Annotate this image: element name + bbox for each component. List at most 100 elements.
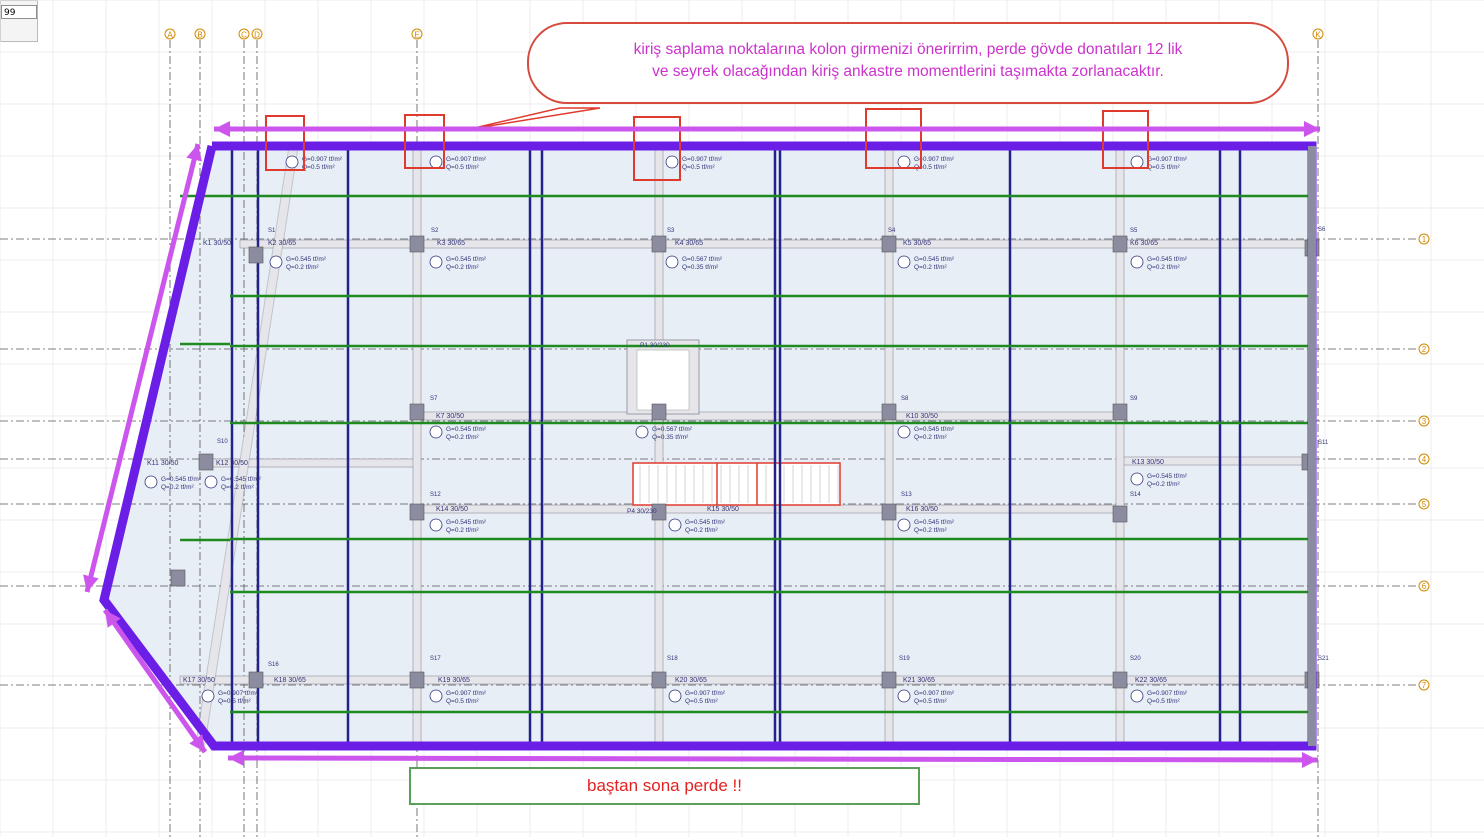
load-heavy-8-tag: [1130, 689, 1144, 703]
beam-label-14: K17 30/50: [183, 677, 215, 684]
arrow-bottom-head-1: [228, 750, 245, 767]
axis-bubble-B: [194, 28, 206, 40]
beam-label-8: K11 30/50: [147, 460, 179, 467]
column-label-S10: S10: [217, 439, 228, 445]
column-label-S1: S1: [268, 228, 276, 234]
highlight-box-4: [1102, 110, 1149, 169]
load-stair-1-g: G=0.567 tf/m²: [652, 426, 693, 433]
column-label-S13: S13: [901, 492, 912, 498]
highlight-box-2: [633, 116, 681, 181]
axis-bubble-2: [1418, 343, 1430, 355]
load-heavy-8-g: G=0.907 tf/m²: [1147, 690, 1188, 697]
load-heavy-4-g: G=0.907 tf/m²: [1147, 156, 1188, 163]
load-heavy-6-g: G=0.907 tf/m²: [685, 690, 726, 697]
load-mid-6-g: G=0.545 tf/m²: [221, 476, 262, 483]
highlight-box-1: [404, 114, 445, 169]
column-label-S19: S19: [899, 656, 910, 662]
axis-label-K: K: [1315, 31, 1321, 40]
callout-text-2: ve seyrek olacağından kiriş ankastre mom…: [652, 63, 1164, 80]
arrow-left-lower-head-0: [189, 734, 205, 752]
beam-label-4: K5 30/65: [903, 240, 931, 247]
load-heavy-7-tag: [897, 689, 911, 703]
beam-label-3: K4 30/65: [675, 240, 703, 247]
load-heavy-9-tag: [201, 689, 215, 703]
axis-label-E: E: [414, 31, 419, 40]
beam-label-15: K18 30/65: [274, 677, 306, 684]
load-stair-0-q: Q=0.35 tf/m²: [682, 264, 719, 271]
load-heavy-2-tag: [665, 155, 679, 169]
stair-flight: [632, 462, 841, 506]
beam-label-7: K10 30/50: [906, 413, 938, 420]
column-label-S14: S14: [1130, 492, 1141, 498]
load-mid-4-g: G=0.545 tf/m²: [446, 426, 487, 433]
load-mid-1-tag: [429, 255, 443, 269]
load-heavy-3-g: G=0.907 tf/m²: [914, 156, 955, 163]
axis-label-2: 2: [1422, 345, 1427, 354]
value-field[interactable]: 99: [1, 5, 37, 19]
column-16: [170, 569, 186, 587]
column-9: [1112, 403, 1128, 421]
axis-label-B: B: [197, 31, 202, 40]
axis-bubble-K: [1312, 28, 1324, 40]
load-mid-11-g: G=0.545 tf/m²: [161, 476, 202, 483]
load-mid-5-q: Q=0.2 tf/m²: [914, 434, 948, 441]
beam-row-5: [416, 504, 1121, 514]
axis-bubble-4: [1418, 453, 1430, 465]
load-mid-5-tag: [897, 425, 911, 439]
load-heavy-4-tag: [1130, 155, 1144, 169]
load-heavy-5-q: Q=0.5 tf/m²: [446, 698, 480, 705]
column-label-S11: S11: [1318, 440, 1329, 446]
beam-row-3: [416, 411, 1121, 421]
toolbar-panel: 99: [0, 0, 38, 42]
load-mid-11-tag: [144, 475, 158, 489]
load-heavy-6-tag: [668, 689, 682, 703]
highlight-box-3: [865, 108, 922, 169]
load-mid-10-q: Q=0.2 tf/m²: [914, 527, 948, 534]
beam-label-16: K19 30/65: [438, 677, 470, 684]
load-heavy-0-tag: [285, 155, 299, 169]
axis-bubble-7: [1418, 679, 1430, 691]
column-label-S21: S21: [1318, 656, 1329, 662]
load-heavy-9-g: G=0.907 tf/m²: [218, 690, 259, 697]
axis-label-D: D: [254, 31, 260, 40]
axis-bubble-E: [411, 28, 423, 40]
axis-label-C: C: [241, 31, 247, 40]
column-1: [651, 235, 667, 253]
column-label-S17: S17: [430, 656, 441, 662]
axis-label-A: A: [167, 31, 173, 40]
load-stair-1-tag: [635, 425, 649, 439]
beam-label-5: K6 30/65: [1130, 240, 1158, 247]
column-14: [881, 503, 897, 521]
load-heavy-1-g: G=0.907 tf/m²: [446, 156, 487, 163]
axis-label-5: 5: [1422, 500, 1427, 509]
load-mid-7-q: Q=0.2 tf/m²: [1147, 481, 1181, 488]
load-mid-0-tag: [269, 255, 283, 269]
column-21: [1112, 671, 1128, 689]
column-label-S6: S6: [1318, 227, 1326, 233]
load-mid-1-g: G=0.545 tf/m²: [446, 256, 487, 263]
beam-label-19: K22 30/65: [1135, 677, 1167, 684]
load-mid-11-q: Q=0.2 tf/m²: [161, 484, 195, 491]
load-heavy-6-q: Q=0.5 tf/m²: [685, 698, 719, 705]
column-8: [881, 403, 897, 421]
column-label-S16: S16: [268, 662, 279, 668]
beam-label-18: K21 30/65: [903, 677, 935, 684]
load-mid-6-q: Q=0.2 tf/m²: [221, 484, 255, 491]
column-label-S12: S12: [430, 492, 441, 498]
load-heavy-1-tag: [429, 155, 443, 169]
load-mid-1-q: Q=0.2 tf/m²: [446, 264, 480, 271]
axis-bubble-C: [238, 28, 250, 40]
column-5: [248, 246, 264, 264]
column-6: [409, 403, 425, 421]
load-mid-2-g: G=0.545 tf/m²: [914, 256, 955, 263]
diagonal-beam-fill: [196, 149, 297, 747]
load-heavy-3-tag: [897, 155, 911, 169]
axis-label-1: 1: [1422, 235, 1427, 244]
axis-bubble-3: [1418, 415, 1430, 427]
beam-label-6: K7 30/50: [436, 413, 464, 420]
load-mid-0-q: Q=0.2 tf/m²: [286, 264, 320, 271]
load-mid-10-g: G=0.545 tf/m²: [914, 519, 955, 526]
load-mid-4-tag: [429, 425, 443, 439]
arrow-left-upper-head-1: [186, 144, 202, 162]
